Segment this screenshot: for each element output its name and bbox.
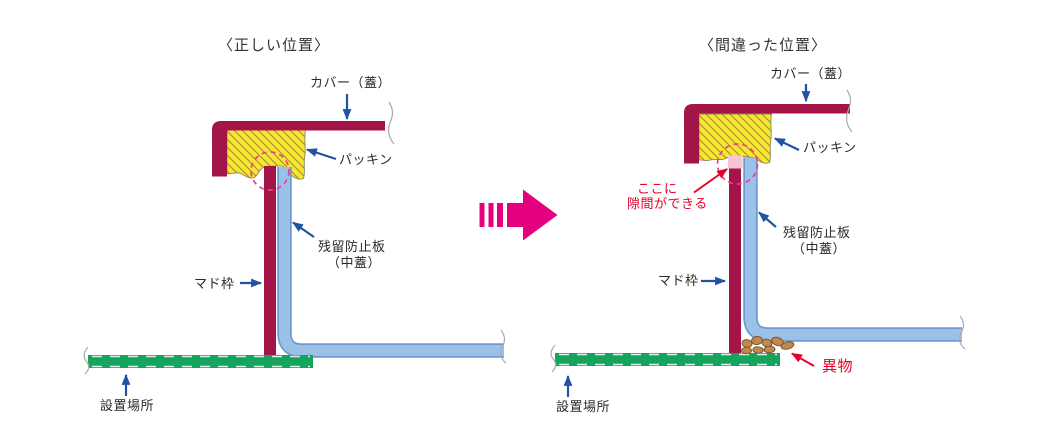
window-frame-shape [264,166,276,356]
plate-label-arrow [292,221,315,238]
retention-plate-outline [743,157,962,342]
right-diagram [550,84,966,397]
place-label: 設置場所 [100,398,155,413]
debris-annotation: 異物 [822,358,854,375]
debris-icon [741,335,795,355]
break-line-cover [388,101,395,145]
cover-label: カバー（蓋） [770,66,852,81]
debris-annotation-arrow [791,352,815,367]
retention-plate-shape [745,157,962,340]
gap-annotation-arrow [693,168,728,194]
retention-plate-outline [277,167,504,358]
break-line-plate [959,315,966,350]
gap-annotation-line2: 隙間ができる [627,196,708,211]
packing-label-arrow [305,148,337,161]
window-frame-shape [729,168,741,354]
frame-label: マド枠 [194,276,235,291]
left-diagram [83,94,507,396]
gap-highlight-circle [716,143,759,185]
surface-dashes [559,353,777,366]
packing-shape [226,129,307,180]
plate-label-line1: 残留防止板 [783,225,851,240]
break-line-surface [83,346,90,375]
place-label: 設置場所 [556,399,611,414]
packing-label-arrow [774,137,800,151]
joint-highlight-circle [250,151,290,191]
diagram-title-left: 〈正しい位置〉 [218,37,331,54]
frame-label: マド枠 [658,273,699,288]
packing-label: パッキン [339,152,393,167]
retention-plate-shape [279,167,504,356]
diagram-title-right: 〈間違った位置〉 [699,37,828,54]
break-line-surface [550,344,557,373]
plate-label-line2: （中蓋） [792,241,847,256]
cover-shape [684,104,850,164]
cover-shape [212,121,385,177]
plate-label-line1: 残留防止板 [318,239,386,254]
cover-label: カバー（蓋） [310,75,392,90]
packing-label: パッキン [803,140,857,155]
gap-shape [728,155,743,169]
installation-surface-shape [555,353,780,366]
break-line-cover [846,89,853,133]
gap-annotation-line1: ここに [637,181,678,196]
installation-surface-shape [88,355,313,368]
break-line-plate [500,329,507,364]
plate-label-line2: （中蓋） [327,255,382,270]
surface-dashes [92,355,310,368]
plate-label-arrow [758,211,777,228]
transition-arrow-icon [479,189,558,241]
